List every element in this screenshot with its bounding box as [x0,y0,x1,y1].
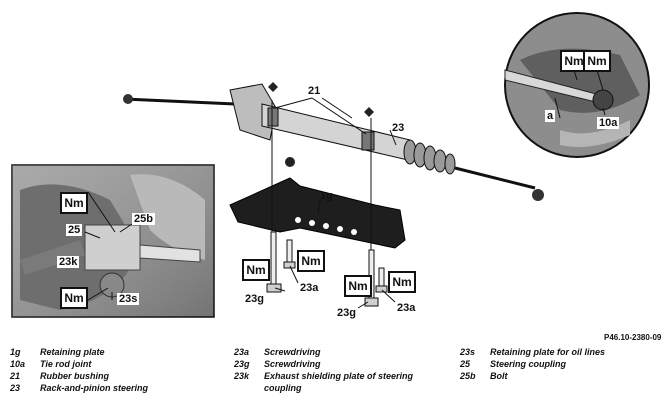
torque-badge: Nm [297,250,325,272]
callout-10a: 10a [597,117,620,129]
torque-badge: Nm [388,271,416,293]
tie-rod-joint-inset [504,12,650,158]
callout-23g-right: 23g [337,307,356,319]
torque-badge: Nm [242,259,270,281]
torque-badge: Nm [60,192,88,214]
callout-25: 25 [66,224,83,236]
retaining-plate [229,177,406,249]
callout-23a-right: 23a [397,302,416,314]
callout-23a-left: 23a [300,282,319,294]
steering-coupling-photo [11,164,215,318]
callout-a: a [545,110,556,122]
document-reference: P46.10-2380-09 [604,333,662,342]
bolts [266,231,388,307]
callout-1g: 1g [320,190,333,202]
torque-badge: Nm [60,287,88,309]
callout-23s: 23s [117,293,140,305]
callout-23: 23 [392,122,405,134]
callout-23k: 23k [57,256,80,268]
torque-badge: Nm [344,275,372,297]
torque-badge: Nm [583,50,611,72]
callout-25b: 25b [132,213,155,225]
callout-21: 21 [308,85,321,97]
leader-lines [84,69,606,309]
callout-23g-left: 23g [245,293,264,305]
